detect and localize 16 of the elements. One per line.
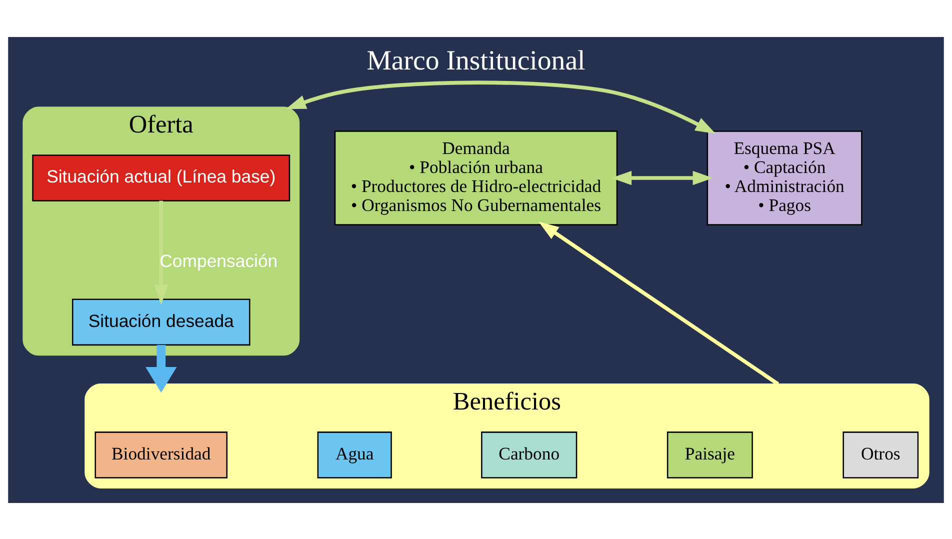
arrow (286, 80, 716, 134)
arrow (538, 221, 780, 386)
node-box: Otros (842, 431, 919, 478)
node-box: Paisaje (666, 431, 753, 478)
node-box: Carbono (481, 431, 578, 478)
diagram-title: Marco Institucional (366, 44, 586, 76)
arrow (154, 200, 168, 304)
node-box: Demanda • Población urbana • Productores de Hidro-electricidad • Organismos No Gubernamentales (334, 130, 618, 225)
arrow (146, 344, 177, 392)
node-box: Agua (317, 431, 392, 478)
node-box: Biodiversidad (94, 431, 228, 478)
arrow (611, 170, 714, 185)
edge-label: Compensación (160, 250, 278, 270)
node-box: Esquema PSA • Captación • Administración • Pagos (706, 130, 862, 225)
node-box: Situación actual (Línea base) (32, 154, 290, 201)
node-box: Situación deseada (72, 298, 250, 346)
